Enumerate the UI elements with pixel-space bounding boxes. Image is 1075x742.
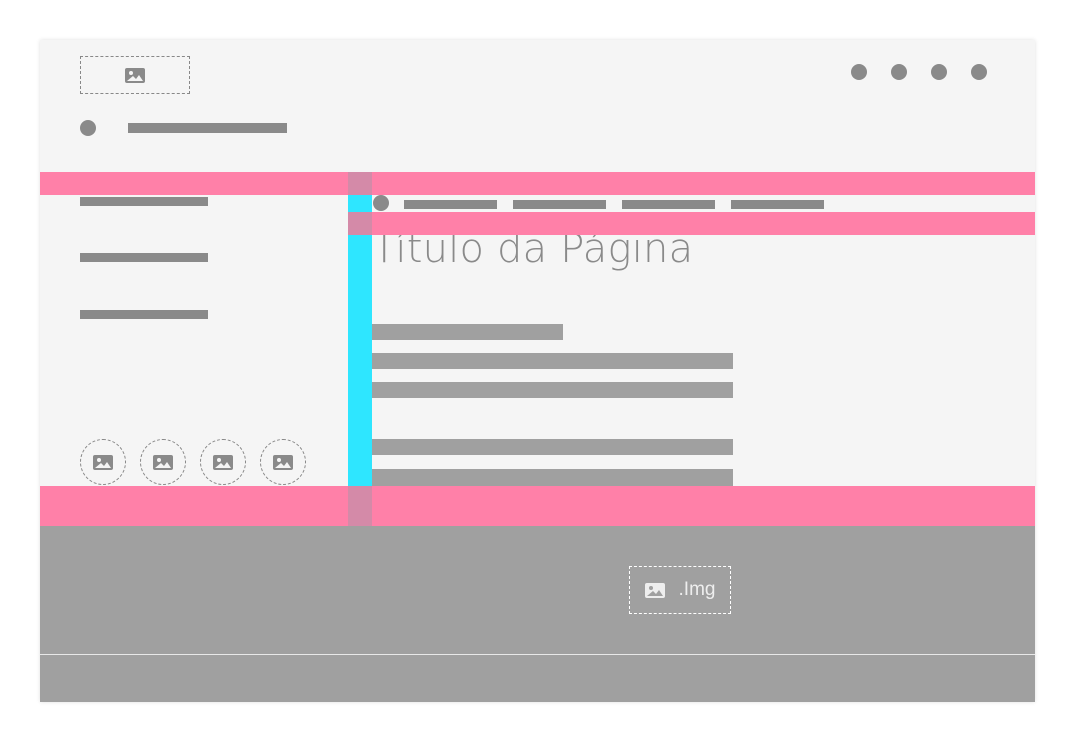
social-button-4[interactable] (260, 439, 306, 485)
social-button-2[interactable] (140, 439, 186, 485)
guide-overlap (348, 486, 372, 526)
header-menu-dot-2[interactable] (891, 64, 907, 80)
image-icon (153, 454, 173, 470)
header (40, 40, 1035, 172)
logo-placeholder[interactable] (80, 56, 190, 94)
header-menu-dot-3[interactable] (931, 64, 947, 80)
text-line-placeholder (372, 353, 733, 369)
text-line-placeholder (372, 469, 733, 486)
social-button-1[interactable] (80, 439, 126, 485)
header-nav-text-placeholder[interactable] (128, 123, 287, 133)
text-line-placeholder (372, 382, 733, 398)
breadcrumb-item-3[interactable] (622, 200, 715, 209)
image-icon (125, 67, 145, 83)
pink-gutter-guide-top (40, 172, 1035, 195)
wireframe-frame: Título da Página .Img (40, 40, 1035, 702)
sidebar (40, 172, 348, 486)
image-icon (273, 454, 293, 470)
guide-overlap (348, 172, 372, 195)
header-menu-dot-4[interactable] (971, 64, 987, 80)
breadcrumb-bullet (373, 195, 389, 211)
header-nav-bullet (80, 120, 96, 136)
sidebar-item-1[interactable] (80, 197, 208, 206)
sidebar-item-3[interactable] (80, 310, 208, 319)
social-button-3[interactable] (200, 439, 246, 485)
text-line-placeholder (372, 324, 563, 340)
guide-overlap (348, 212, 372, 235)
image-icon (213, 454, 233, 470)
breadcrumb-item-1[interactable] (404, 200, 497, 209)
text-line-placeholder (372, 439, 733, 455)
footer-image-label: .Img (678, 579, 716, 600)
image-icon (644, 582, 665, 598)
footer-divider (40, 654, 1035, 655)
pink-gutter-guide-bottom (40, 486, 1035, 526)
pink-gutter-guide-breadcrumb (348, 212, 1035, 235)
breadcrumb-item-2[interactable] (513, 200, 606, 209)
footer (40, 526, 1035, 702)
header-menu-dot-1[interactable] (851, 64, 867, 80)
image-icon (93, 454, 113, 470)
breadcrumb-item-4[interactable] (731, 200, 824, 209)
sidebar-item-2[interactable] (80, 253, 208, 262)
footer-image-placeholder[interactable]: .Img (629, 566, 731, 614)
